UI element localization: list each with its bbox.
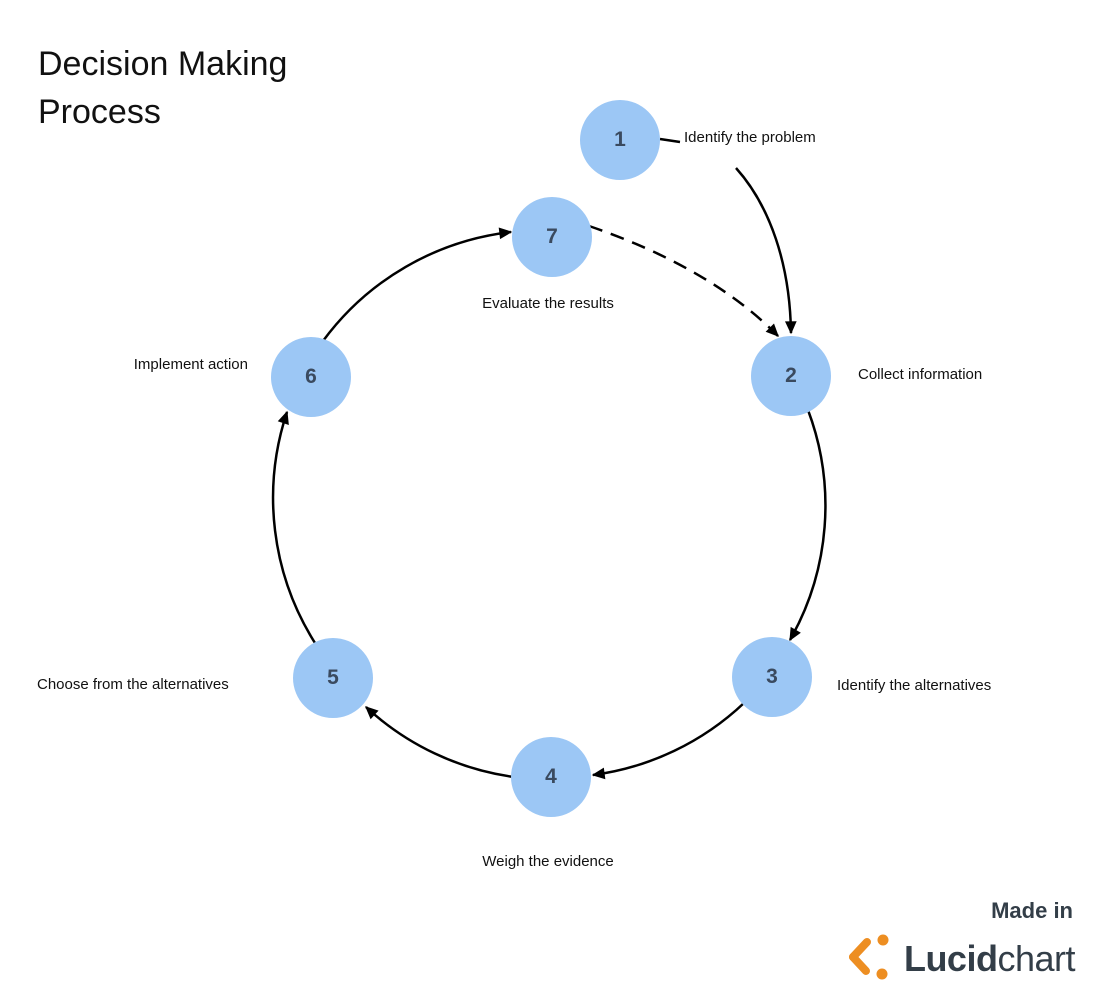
node-7-number: 7	[546, 225, 558, 248]
diagram-title: Decision Making Process	[38, 45, 288, 131]
node-5-label: Choose from the alternatives	[37, 676, 229, 693]
node-4: 4	[511, 737, 591, 817]
node-3-label: Identify the alternatives	[837, 677, 992, 694]
node-2-label: Collect information	[858, 366, 983, 383]
node-4-label: Weigh the evidence	[482, 853, 614, 870]
lucidchart-wordmark: Lucidchart	[903, 938, 1076, 980]
arrow-3-to-4	[591, 702, 745, 780]
arrow-5-to-6	[271, 410, 317, 644]
lucidchart-icon	[848, 934, 889, 980]
leader-line-node1	[659, 137, 681, 144]
node-1-number: 1	[614, 128, 626, 151]
node-5: 5	[293, 638, 373, 718]
node-1: 1	[580, 100, 660, 180]
arrow-1-to-2	[735, 167, 797, 335]
node-3: 3	[732, 637, 812, 717]
node-1-label: Identify the problem	[684, 129, 816, 146]
lucidchart-logo: Lucidchart	[844, 932, 1075, 986]
node-2-number: 2	[785, 364, 797, 387]
arrow-2-to-3	[788, 409, 827, 642]
arrow-7-to-2-dashed	[588, 224, 779, 337]
node-6: 6	[271, 337, 351, 417]
node-5-number: 5	[327, 666, 339, 689]
node-6-label: Implement action	[133, 356, 248, 373]
made-in-text: Made in	[991, 898, 1073, 923]
arrow-4-to-5	[365, 706, 515, 779]
brand-bold-text: Lucid	[903, 938, 998, 979]
node-7: 7	[512, 197, 592, 277]
node-7-label: Evaluate the results	[482, 295, 614, 312]
node-4-number: 4	[545, 765, 557, 788]
arrow-6-to-7	[321, 227, 513, 342]
brand-light-text: chart	[997, 938, 1075, 979]
node-6-number: 6	[305, 365, 317, 388]
node-2: 2	[751, 336, 831, 416]
node-3-number: 3	[766, 665, 778, 688]
